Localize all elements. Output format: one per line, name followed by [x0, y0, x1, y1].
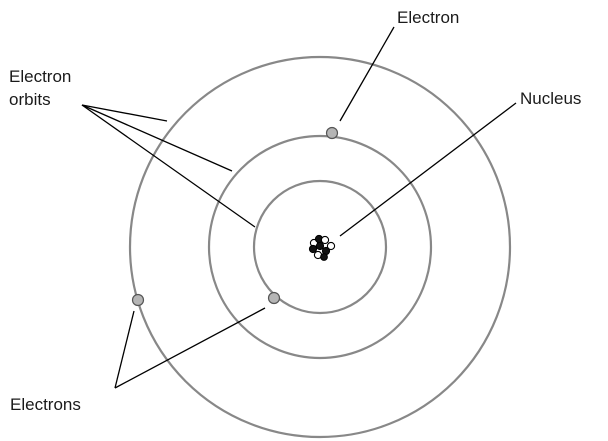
electrons-label: Electrons [10, 395, 81, 414]
electrons-leader-line-left [115, 311, 134, 388]
proton [316, 242, 323, 249]
electron-inner-lower-left [269, 293, 280, 304]
proton [309, 245, 316, 252]
electron-label: Electron [397, 8, 459, 27]
electron-orbits-label-line2: orbits [9, 90, 51, 109]
labels: Electron Nucleus Electron orbits Electro… [9, 8, 581, 414]
leader-lines [82, 27, 516, 388]
electron-orbits-label-line1: Electron [9, 67, 71, 86]
orbit-leader-line-outer [82, 105, 167, 121]
electron-leader-line [340, 27, 394, 121]
orbit-leader-line-middle [82, 105, 232, 171]
electrons-leader-line-right [115, 308, 265, 388]
nucleus-leader-line [340, 103, 516, 236]
electron-outer-left [133, 295, 144, 306]
electron-top [327, 128, 338, 139]
electrons [133, 128, 338, 306]
orbit-leader-line-inner [82, 105, 255, 227]
nucleus [309, 235, 334, 260]
proton [321, 254, 328, 261]
neutron [321, 236, 328, 243]
nucleus-label: Nucleus [520, 89, 581, 108]
